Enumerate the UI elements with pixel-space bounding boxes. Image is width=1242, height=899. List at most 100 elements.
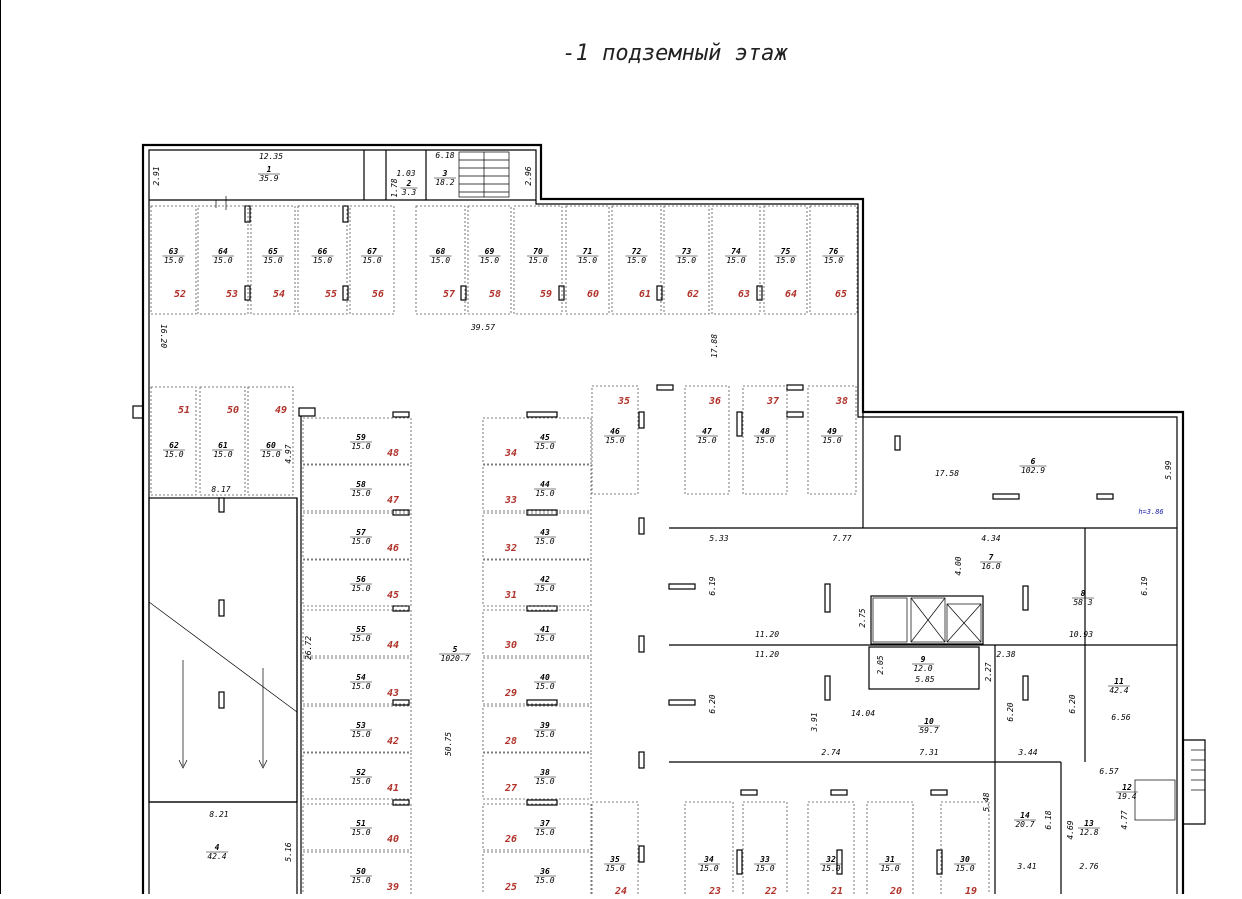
room-number: 42 [540, 575, 550, 584]
room-area: 15.0 [605, 864, 624, 873]
stall-outline [807, 801, 855, 899]
parking-space-number: 65 [835, 289, 847, 300]
room-area: 15.0 [351, 682, 370, 691]
dim-label: 5.16 [284, 842, 293, 861]
room-area: 15.0 [351, 777, 370, 786]
stall-outline [482, 559, 592, 607]
dim-label: 14.04 [851, 709, 875, 718]
parking-space-number: 58 [489, 289, 501, 300]
room-label-1: 135.9 [258, 165, 280, 183]
parking-space-number: 33 [504, 495, 517, 506]
stall-outline [197, 205, 249, 315]
room-area: 3.3 [401, 188, 417, 197]
room-area: 15.0 [528, 256, 547, 265]
dim-label: 5.99 [1164, 460, 1173, 479]
stall-outline [349, 205, 395, 315]
parking-space-number: 55 [325, 289, 337, 300]
stall-outline [513, 205, 563, 315]
room-area: 15.0 [776, 256, 795, 265]
service-rooms-top [149, 150, 536, 210]
parking-space-number: 56 [372, 289, 384, 300]
parking-space-number: 57 [443, 289, 455, 300]
room-area: 58.3 [1073, 598, 1092, 607]
stall-outline [742, 801, 788, 899]
stall-outline [482, 609, 592, 657]
room-area: 42.4 [207, 852, 226, 861]
room-area: 15.0 [535, 682, 554, 691]
room-number: 10 [924, 717, 934, 726]
room-area: 15.0 [535, 584, 554, 593]
room-area: 15.0 [535, 489, 554, 498]
dim-label: 3.44 [1017, 748, 1037, 757]
room-number: 7 [989, 553, 994, 562]
parking-space-number: 35 [617, 396, 630, 407]
dim-label: 6.18 [1044, 810, 1053, 829]
dim-label: 4.69 [1066, 820, 1075, 839]
parking-space-number: 60 [587, 289, 599, 300]
dim-label: 11.20 [755, 630, 779, 639]
dim-label: 4.34 [981, 534, 1000, 543]
outer-walls [132, 143, 1185, 894]
room-number: 54 [356, 673, 366, 682]
parking-space-number: 44 [387, 640, 399, 651]
stall-outline [684, 385, 730, 495]
parking-space-number: 22 [764, 886, 777, 894]
room-area: 15.0 [535, 828, 554, 837]
room-area: 15.0 [677, 256, 696, 265]
room-number: 35 [609, 855, 620, 864]
parking-space-number: 51 [178, 405, 190, 416]
dim-label: 7.31 [919, 748, 938, 757]
stall-outline [482, 851, 592, 899]
room-area: 15.0 [164, 450, 183, 459]
room-area: 15.0 [263, 256, 282, 265]
stall-outline [150, 205, 197, 315]
dim-label: 8.17 [211, 485, 230, 494]
room-area: 15.0 [535, 634, 554, 643]
parking-space-number: 40 [387, 834, 399, 845]
ramp-area [148, 497, 298, 803]
stall-outline [302, 512, 412, 560]
stall-outline [199, 386, 246, 496]
stall-outline [302, 559, 412, 607]
height-label: h=3.86 [1138, 508, 1163, 516]
parking-space-number: 31 [504, 590, 517, 601]
stall-outline [565, 205, 610, 315]
dimension-labels: 12.35 6.18 2.91 2.96 1.03 1.78 39.57 16.… [152, 151, 1173, 871]
dim-label: 4.77 [1120, 810, 1129, 829]
room-number: 11 [1114, 677, 1124, 686]
dim-label: 17.88 [710, 334, 719, 358]
room-area: 15.0 [955, 864, 974, 873]
stall-outline [591, 385, 639, 495]
parking-space-number: 63 [738, 289, 750, 300]
stall-outline [302, 417, 412, 465]
dim-label: 6.19 [1140, 576, 1149, 595]
room-area: 15.0 [605, 436, 624, 445]
room-number: 3 [442, 169, 448, 178]
dim-label: 2.38 [996, 650, 1015, 659]
